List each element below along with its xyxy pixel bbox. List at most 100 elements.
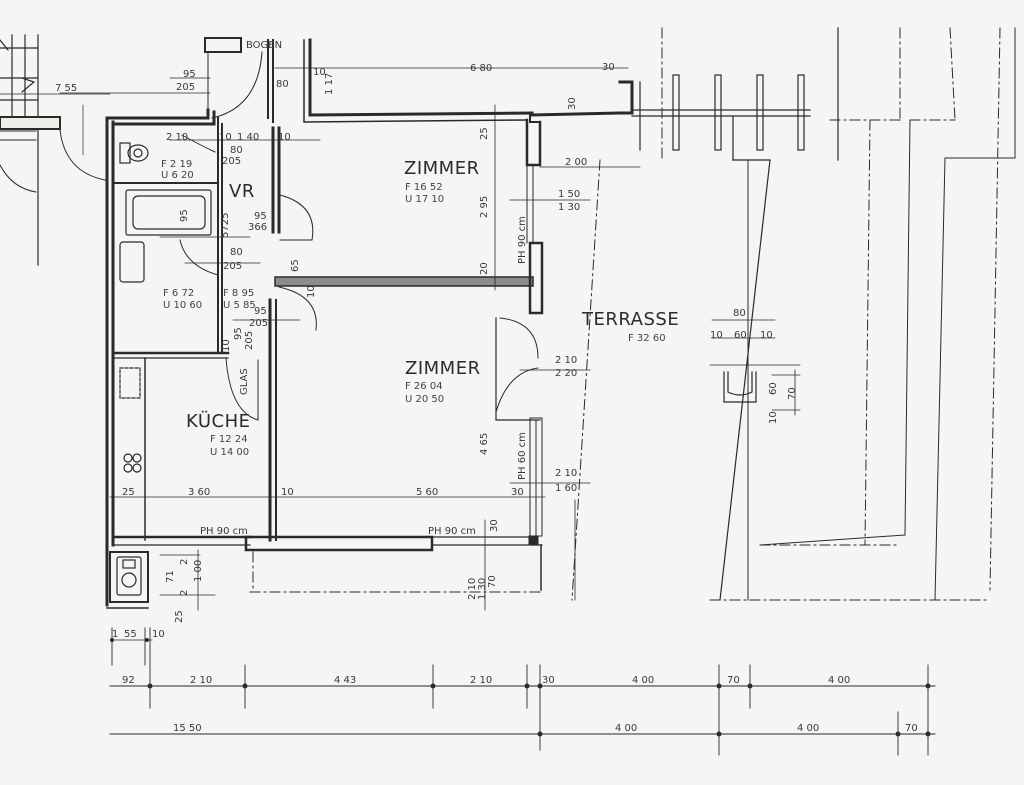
dim-70-bottom: 70 bbox=[487, 575, 498, 588]
dim-10-117: 10 bbox=[313, 67, 326, 78]
dim-360: 3 60 bbox=[188, 487, 211, 498]
dim-80-vr: 80 bbox=[230, 247, 243, 258]
dim-60-terrace-v: 60 bbox=[768, 382, 779, 395]
dim-205-wc: 205 bbox=[222, 156, 242, 167]
dim-95-bath: 95 bbox=[179, 209, 190, 222]
chain1-dim: 92 bbox=[122, 675, 135, 686]
dim-20: 20 bbox=[479, 262, 490, 275]
chain2-dim: 15 50 bbox=[173, 723, 202, 734]
dim-1: 1 bbox=[112, 629, 119, 640]
dim-10-wall: 10 bbox=[306, 285, 317, 298]
room-perimeter-zimmer-lower: U 20 50 bbox=[405, 394, 445, 405]
dim-205-glas: 205 bbox=[244, 330, 255, 350]
room-perimeter-zimmer-upper: U 17 10 bbox=[405, 194, 445, 205]
dimension-chain-lines bbox=[109, 627, 936, 756]
dim-2a: 2 bbox=[179, 558, 190, 565]
room-area-kueche: F 12 24 bbox=[210, 434, 248, 445]
window-height-zimmer-bottom: PH 90 cm bbox=[428, 526, 476, 537]
dim-560: 5 60 bbox=[416, 487, 439, 498]
room-area-zimmer-lower: F 26 04 bbox=[405, 381, 443, 392]
dim-205-top: 205 bbox=[176, 82, 196, 93]
dim-55: 55 bbox=[124, 629, 137, 640]
wc-perimeter: U 6 20 bbox=[161, 170, 194, 181]
room-name-zimmer-upper: ZIMMER bbox=[404, 158, 480, 179]
dim-10-right: 10 bbox=[278, 132, 291, 143]
bath-perimeter: U 10 60 bbox=[163, 300, 203, 311]
dim-465: 4 65 bbox=[479, 432, 490, 455]
room-name-terrasse: TERRASSE bbox=[582, 309, 680, 330]
room-perimeter-kueche: U 14 00 bbox=[210, 447, 250, 458]
dim-210-door: 2 10 bbox=[555, 355, 578, 366]
dim-95-vr: 95 bbox=[254, 211, 267, 222]
room-name-vr: VR bbox=[229, 181, 255, 202]
dimension-lines bbox=[59, 67, 801, 641]
dim-65: 65 bbox=[290, 259, 301, 272]
dim-10-glas: 10 bbox=[221, 339, 232, 352]
dim-25-kitchen: 25 bbox=[122, 487, 135, 498]
dim-25-bottom: 25 bbox=[174, 610, 185, 623]
dim-5725: 5725 bbox=[220, 212, 231, 238]
dim-80-top: 80 bbox=[276, 79, 289, 90]
door-swings bbox=[179, 51, 539, 421]
chain1-dim: 4 00 bbox=[828, 675, 851, 686]
dim-30-bottom: 30 bbox=[489, 519, 500, 532]
dim-100: 1 00 bbox=[193, 559, 204, 582]
dim-10-140: 10 bbox=[219, 132, 232, 143]
bogen-label: BOGEN bbox=[246, 40, 283, 51]
glas-label: GLAS bbox=[239, 368, 250, 395]
dim-30-top: 30 bbox=[602, 62, 615, 73]
walls bbox=[105, 37, 634, 609]
chain2-dim: 70 bbox=[905, 723, 918, 734]
dim-205-hall: 205 bbox=[249, 318, 269, 329]
dim-200: 2 00 bbox=[565, 157, 588, 168]
window-height-zimmer-lower-right: PH 60 cm bbox=[517, 432, 528, 480]
dim-205-vr: 205 bbox=[223, 261, 243, 272]
terrace-outline bbox=[249, 27, 1001, 601]
dim-10-kitchen: 10 bbox=[281, 487, 294, 498]
window-height-zimmer-right: PH 90 cm bbox=[517, 216, 528, 264]
dim-150: 1 50 bbox=[558, 189, 581, 200]
chain2-dim: 4 00 bbox=[797, 723, 820, 734]
dim-117: 1 17 bbox=[324, 72, 335, 95]
dim-160-win: 1 60 bbox=[555, 483, 578, 494]
dim-295: 2 95 bbox=[479, 195, 490, 218]
dim-210-wc: 2 10 bbox=[166, 132, 189, 143]
window-height-kitchen: PH 90 cm bbox=[200, 526, 248, 537]
dim-71: 71 bbox=[165, 570, 176, 583]
chain1-dim: 4 00 bbox=[632, 675, 655, 686]
dim-130: 1 30 bbox=[558, 202, 581, 213]
dim-755: 7 55 bbox=[55, 83, 78, 94]
chain1-dim: 70 bbox=[727, 675, 740, 686]
dim-680: 6 80 bbox=[470, 63, 493, 74]
chain2-dim: 4 00 bbox=[615, 723, 638, 734]
dim-10-terrace-v: 10 bbox=[768, 411, 779, 424]
dim-30-zimmer: 30 bbox=[511, 487, 524, 498]
hall-area: F 8 95 bbox=[223, 288, 255, 299]
room-name-zimmer-lower: ZIMMER bbox=[405, 358, 481, 379]
dim-70-terrace-v: 70 bbox=[787, 387, 798, 400]
room-area-terrasse: F 32 60 bbox=[628, 333, 666, 344]
dim-10-terrace-a: 10 bbox=[710, 330, 723, 341]
dim-60-terrace: 60 bbox=[734, 330, 747, 341]
dim-220-door: 2 20 bbox=[555, 368, 578, 379]
chain1-dim: 2 10 bbox=[470, 675, 493, 686]
bath-area: F 6 72 bbox=[163, 288, 195, 299]
wc-area: F 2 19 bbox=[161, 159, 193, 170]
room-name-kueche: KÜCHE bbox=[186, 411, 251, 432]
dim-95-glas: 95 bbox=[233, 327, 244, 340]
dim-95-top: 95 bbox=[183, 69, 196, 80]
dim-10-bottom: 10 bbox=[152, 629, 165, 640]
dim-80-wc: 80 bbox=[230, 145, 243, 156]
dim-366: 366 bbox=[248, 222, 268, 233]
dim-140: 1 40 bbox=[237, 132, 260, 143]
landing-slab bbox=[0, 116, 106, 193]
stair-fragment bbox=[0, 34, 39, 266]
dim-95-hall: 95 bbox=[254, 306, 267, 317]
hall-perimeter: U 5 85 bbox=[223, 300, 256, 311]
dim-210-win: 2 10 bbox=[555, 468, 578, 479]
chain1-dim: 30 bbox=[542, 675, 555, 686]
dim-25: 25 bbox=[479, 127, 490, 140]
dim-10-terrace-b: 10 bbox=[760, 330, 773, 341]
dim-30-v: 30 bbox=[567, 97, 578, 110]
room-area-zimmer-upper: F 16 52 bbox=[405, 182, 443, 193]
